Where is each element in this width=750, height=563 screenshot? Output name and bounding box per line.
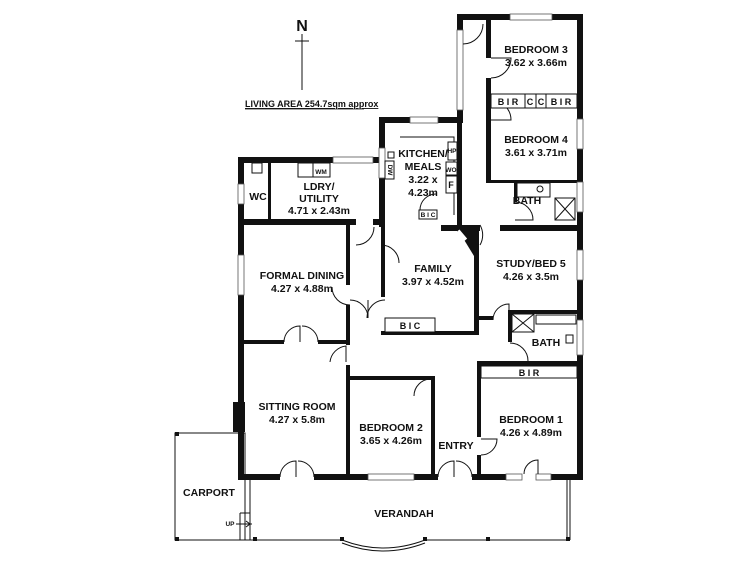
north-arrow-icon (295, 34, 309, 90)
room-study-name: STUDY/BED 5 (496, 258, 566, 270)
bir-bedroom1-label: B I R (519, 368, 540, 378)
room-laundry-name2: UTILITY (299, 193, 339, 205)
room-wc-name: WC (249, 191, 267, 203)
up-label: UP (225, 521, 235, 528)
hp-label: HP (447, 148, 457, 155)
room-bedroom1-name: BEDROOM 1 (499, 414, 563, 426)
room-carport-name: CARPORT (183, 487, 236, 499)
north-label: N (296, 18, 308, 35)
room-bedroom2-dims: 3.65 x 4.26m (360, 435, 422, 447)
c-right-label: C (538, 97, 545, 107)
room-bedroom4-name: BEDROOM 4 (504, 134, 568, 146)
room-bedroom4-dims: 3.61 x 3.71m (505, 147, 567, 159)
room-formal-dining-dims: 4.27 x 4.88m (271, 283, 333, 295)
room-sitting-name: SITTING ROOM (259, 401, 336, 413)
room-laundry-dims: 4.71 x 2.43m (288, 205, 350, 217)
room-bath-upper-name: BATH (513, 195, 541, 207)
room-formal-dining-name: FORMAL DINING (260, 270, 344, 282)
room-bedroom1-dims: 4.26 x 4.89m (500, 427, 562, 439)
c-left-label: C (527, 97, 534, 107)
living-area-label: LIVING AREA 254.7sqm approx (245, 99, 378, 109)
windows (237, 13, 584, 481)
dw-label: DW (386, 165, 393, 177)
bir-bedroom4-label: B I R (551, 97, 572, 107)
room-bedroom2-name: BEDROOM 2 (359, 422, 423, 434)
bir-bedroom3-label: B I R (498, 97, 519, 107)
room-kitchen-dims: 3.22 x (408, 174, 437, 186)
room-family-name: FAMILY (414, 263, 452, 275)
room-study-dims: 4.26 x 3.5m (503, 271, 559, 283)
door-swings (279, 23, 539, 478)
room-sitting-dims: 4.27 x 5.8m (269, 414, 325, 426)
room-bath-lower-name: BATH (532, 337, 560, 349)
bic-family-label: B I C (400, 321, 421, 331)
fixtures (251, 93, 578, 379)
room-kitchen-dims2: 4.23m (408, 187, 438, 199)
verandah-outline (174, 432, 571, 552)
room-entry-name: ENTRY (438, 440, 473, 452)
room-verandah-name: VERANDAH (374, 508, 434, 520)
up-arrow-icon (236, 520, 251, 528)
room-kitchen-name2: MEALS (405, 161, 442, 173)
verandah-posts (175, 432, 570, 541)
f-label: F (448, 180, 454, 190)
wm-label: WM (315, 169, 327, 176)
room-bedroom3-dims: 3.62 x 3.66m (505, 57, 567, 69)
room-family-dims: 3.97 x 4.52m (402, 276, 464, 288)
bic-kitchen-label: B I C (421, 212, 436, 219)
wo-label: WO (445, 167, 456, 174)
room-kitchen-name: KITCHEN/ (398, 148, 448, 160)
room-bedroom3-name: BEDROOM 3 (504, 44, 568, 56)
room-laundry-name: LDRY/ (303, 181, 334, 193)
